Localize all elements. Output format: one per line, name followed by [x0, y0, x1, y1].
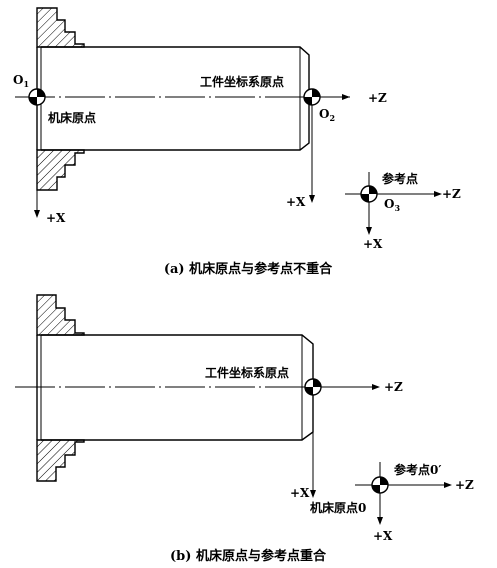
ref-point-label-b: 参考点0′ — [394, 462, 442, 477]
ref-z-arrow-b — [444, 482, 452, 488]
chuck-bottom-b — [36, 439, 85, 482]
caption-a: (a) 机床原点与参考点不重合 — [164, 261, 333, 277]
o2-label: O2 — [319, 107, 335, 123]
ref-x-arrow-b — [377, 517, 383, 525]
x-axis-label-a2: +X — [286, 195, 306, 209]
x-arrow-a2 — [309, 195, 315, 203]
x-arrow-b — [310, 490, 316, 498]
machine-origin-label-a: 机床原点 — [48, 110, 96, 125]
workpiece-b — [41, 334, 314, 441]
diagram-a: O1 机床原点 工件坐标系原点 O2 +Z +X +X 参考点 O3 +Z +X… — [13, 7, 461, 277]
ref-point-marker-a — [360, 185, 378, 203]
chuck-top-b — [36, 294, 85, 336]
ref-point-label-a: 参考点 — [382, 171, 418, 186]
workpiece-origin-marker-a — [303, 88, 321, 106]
workpiece-origin-label-a: 工件坐标系原点 — [200, 74, 284, 89]
o1-label: O1 — [13, 73, 29, 89]
x-arrow-a — [34, 210, 40, 218]
ref-x-label-b: +X — [373, 529, 393, 543]
ref-x-arrow-a — [366, 227, 372, 235]
x-axis-label-b: +X — [290, 486, 310, 500]
ref-z-label-b: +Z — [455, 478, 474, 492]
z-arrow-a — [342, 94, 350, 100]
workpiece-a — [41, 46, 310, 151]
machine-origin-label-b: 机床原点0 — [310, 500, 366, 515]
ref-z-arrow-a — [434, 191, 442, 197]
chuck-top-a — [36, 7, 85, 48]
diagram-b: 工件坐标系原点 +Z +X 参考点0′ +Z +X 机床原点0 (b) 机床原点… — [15, 294, 474, 564]
ref-point-marker-b — [371, 476, 389, 494]
o3-label: O3 — [384, 197, 400, 213]
ref-z-label-a: +Z — [442, 187, 461, 201]
workpiece-origin-label-b: 工件坐标系原点 — [205, 365, 289, 380]
workpiece-origin-marker-b — [304, 378, 322, 396]
x-axis-label-a: +X — [46, 211, 66, 225]
ref-x-label-a: +X — [363, 237, 383, 251]
chuck-bottom-a — [36, 149, 85, 191]
machine-origin-marker-a — [28, 88, 46, 106]
z-arrow-b — [372, 384, 380, 390]
caption-b: (b) 机床原点与参考点重合 — [170, 548, 327, 564]
z-axis-label-a: +Z — [368, 91, 387, 105]
z-axis-label-b: +Z — [384, 380, 403, 394]
